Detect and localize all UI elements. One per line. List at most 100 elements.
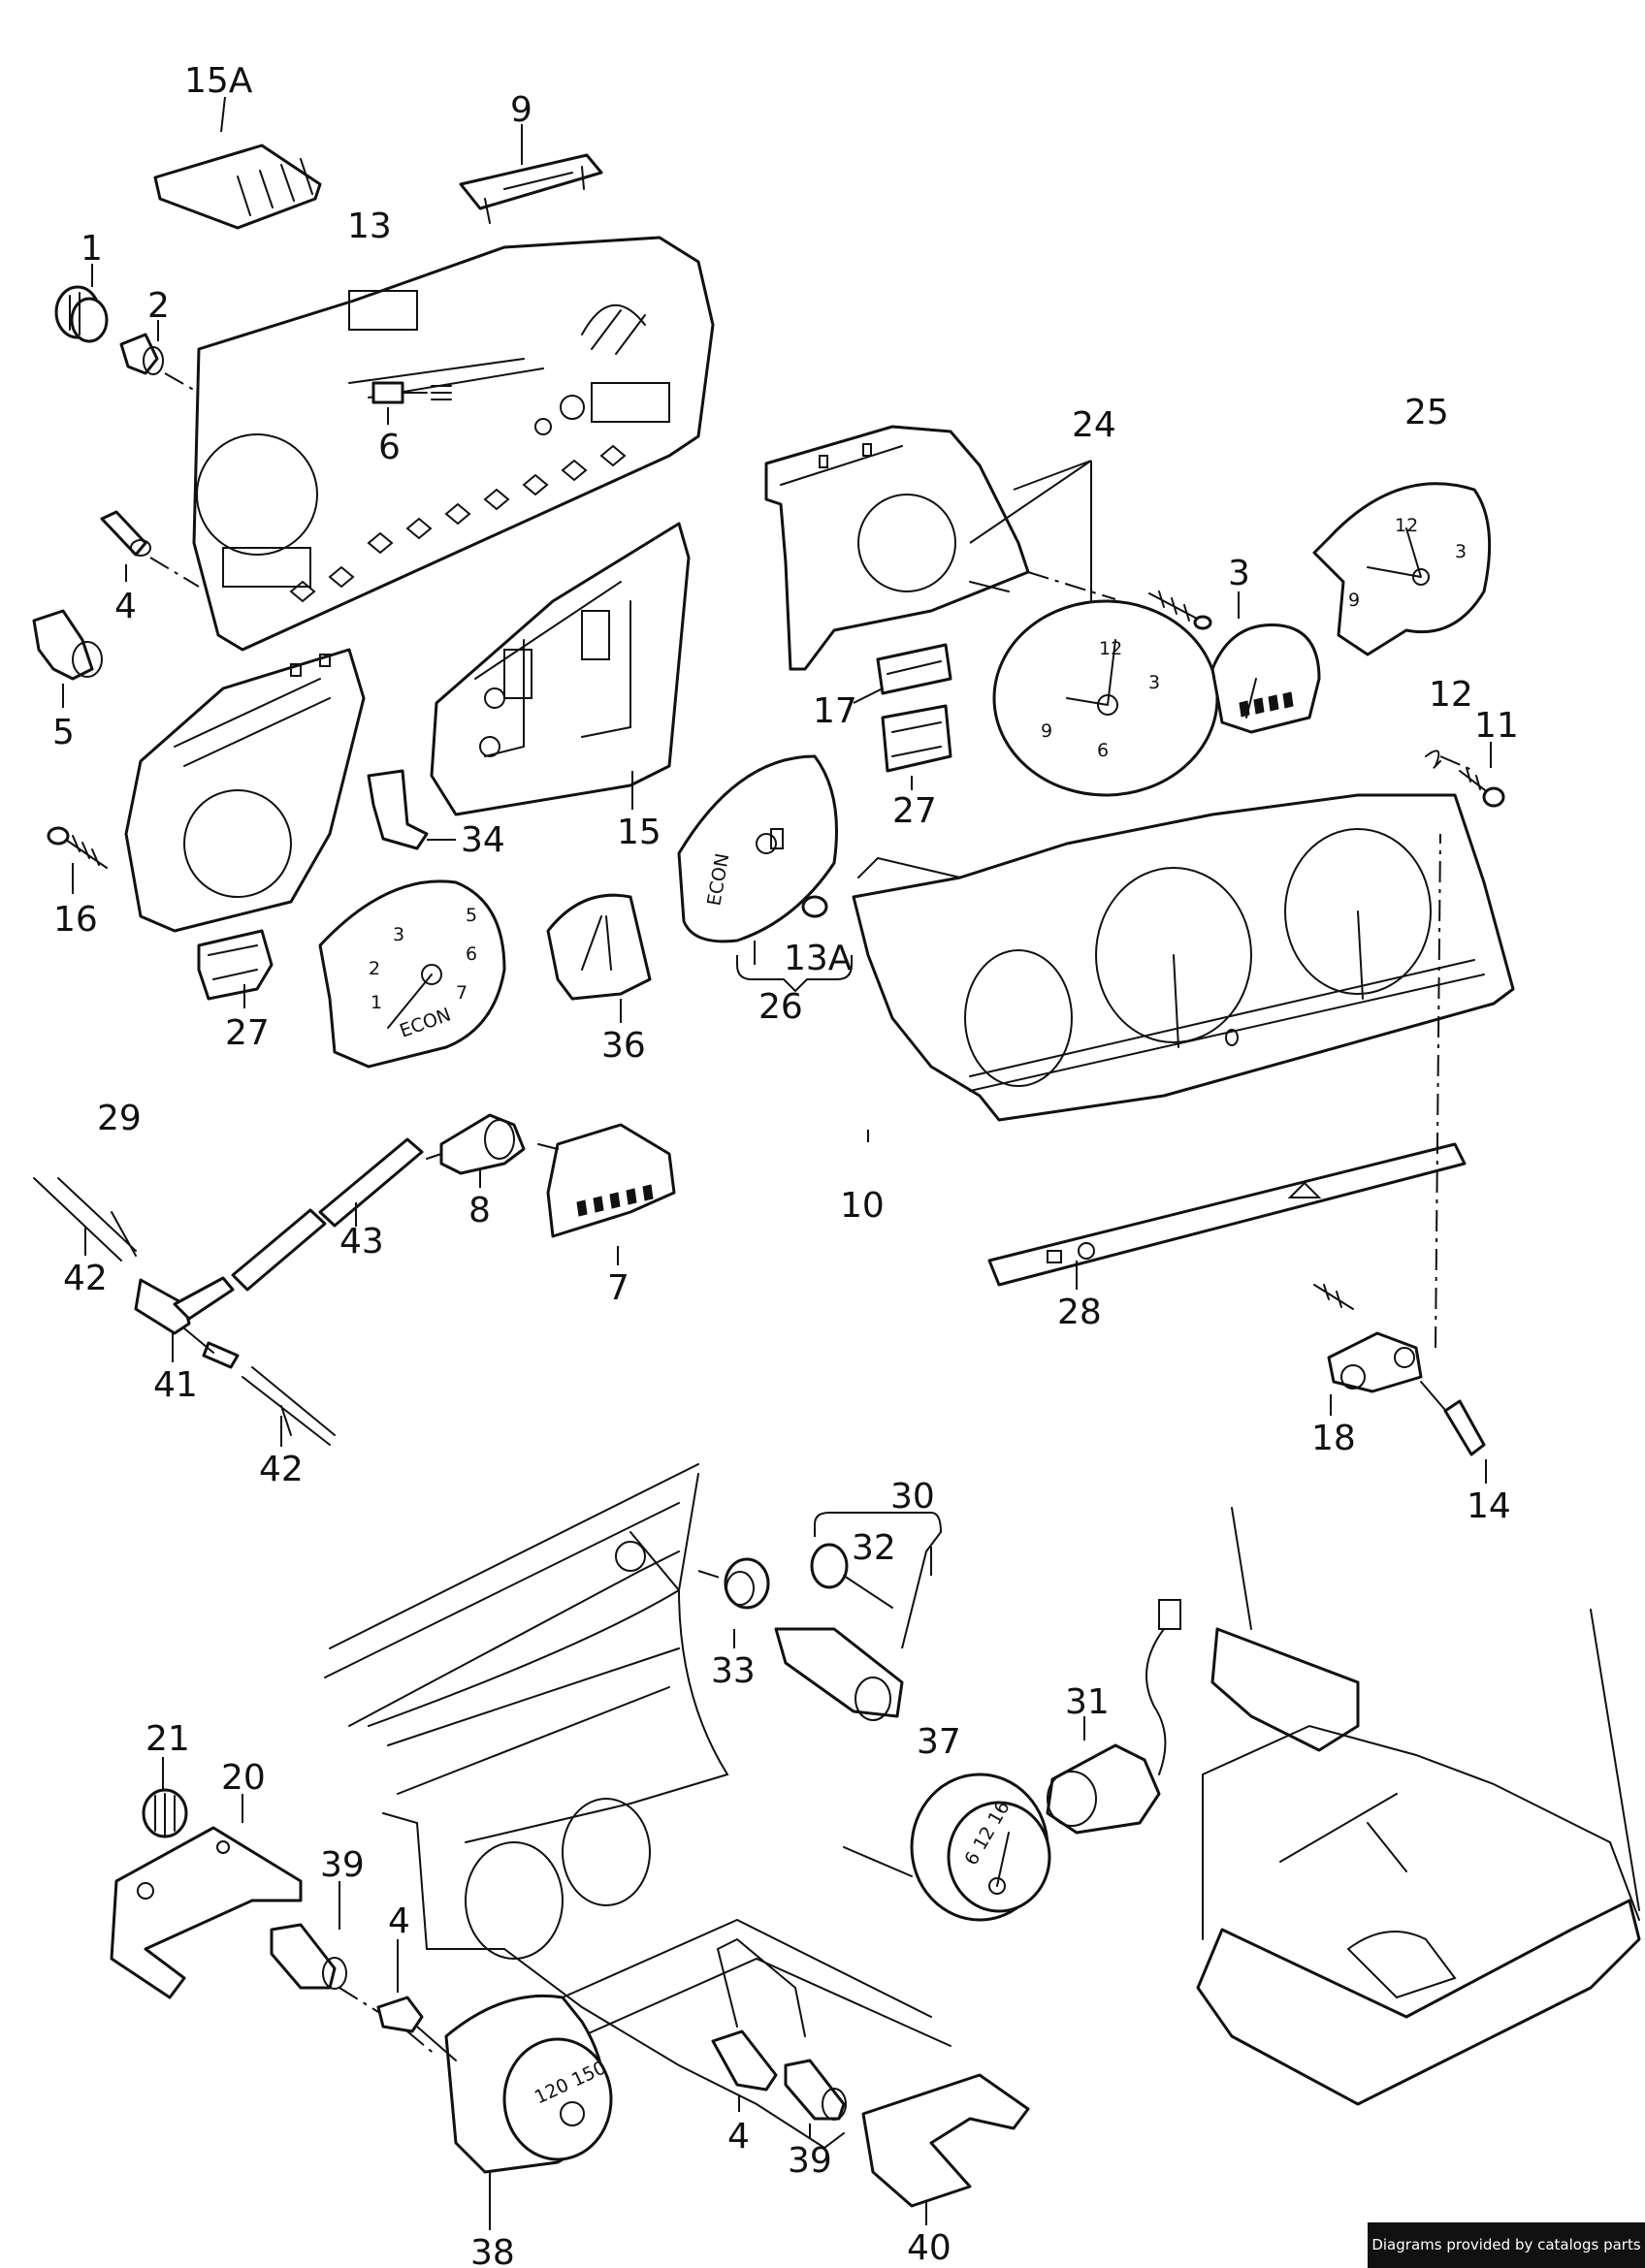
callout-39-upper: 39 — [320, 1845, 365, 1885]
callout-39-lower: 39 — [788, 2141, 832, 2181]
callout-3: 3 — [1228, 554, 1250, 593]
part-12-clip — [1425, 750, 1441, 769]
part-27-clip-right — [881, 704, 952, 773]
part-1-bulb-holder — [54, 285, 109, 343]
clock-label-3: 3 — [1148, 672, 1160, 693]
callout-37: 37 — [917, 1722, 961, 1762]
part-29-tacho-dial — [318, 879, 506, 1069]
callout-15a: 15A — [184, 61, 253, 101]
callout-24: 24 — [1072, 405, 1116, 445]
callout-1: 1 — [81, 229, 103, 269]
tacho-label-7: 7 — [456, 982, 468, 1004]
part-40-clip — [861, 2073, 1030, 2208]
part-13-printed-circuit — [192, 236, 715, 652]
part-32-knob — [810, 1543, 893, 1609]
tacho-label-1: 1 — [371, 992, 382, 1013]
part-4-bulb-top — [100, 510, 151, 557]
callout-14: 14 — [1467, 1486, 1511, 1526]
callout-40: 40 — [907, 2228, 952, 2268]
tacho-label-2: 2 — [369, 958, 380, 979]
part-43-cable — [231, 1137, 424, 1292]
callout-28: 28 — [1057, 1293, 1102, 1332]
part-42-cable-upper — [33, 1177, 137, 1262]
part-15a-connector — [153, 144, 322, 230]
callout-26: 26 — [758, 987, 803, 1027]
clock2-label-9: 9 — [1348, 590, 1360, 611]
part-15-frame — [430, 522, 691, 816]
part-4-bulb-lower — [711, 2029, 778, 2092]
callout-10: 10 — [840, 1186, 885, 1226]
callout-31: 31 — [1065, 1682, 1110, 1722]
part-33-switch — [724, 1557, 770, 1610]
callout-33: 33 — [711, 1651, 756, 1691]
callout-20: 20 — [221, 1758, 266, 1798]
part-21-knob — [142, 1788, 188, 1838]
part-5-bulb-holder — [32, 609, 103, 681]
part-26-dial — [677, 754, 838, 943]
part-36-gauge — [546, 893, 652, 1001]
part-17-strip — [876, 643, 952, 695]
part-27-clip-left — [197, 929, 274, 1001]
callout-9: 9 — [510, 90, 532, 130]
center-console — [324, 1463, 952, 2150]
callout-21: 21 — [145, 1719, 190, 1759]
part-13a-knob — [801, 895, 828, 918]
part-31-switch — [1046, 1599, 1181, 1835]
part-37-gauge — [843, 1773, 1051, 1922]
clock-label-9: 9 — [1041, 720, 1052, 742]
part-41-connector — [134, 1276, 240, 1369]
callout-13: 13 — [347, 207, 392, 246]
callout-17: 17 — [813, 691, 857, 731]
clock-label-6: 6 — [1097, 740, 1109, 761]
footer-credit: Diagrams provided by catalogs parts — [1368, 2222, 1645, 2268]
part-20-bracket — [110, 1826, 303, 1999]
callout-4-top: 4 — [114, 587, 137, 626]
clock2-label-12: 12 — [1395, 515, 1418, 536]
part-28-warning-strip — [987, 1142, 1467, 1287]
tacho-label-6: 6 — [466, 943, 477, 965]
callout-32: 32 — [852, 1528, 896, 1568]
part-16-screw — [47, 826, 108, 869]
callout-25: 25 — [1404, 393, 1449, 432]
callout-7: 7 — [607, 1268, 629, 1308]
part-3-gauge — [1210, 623, 1321, 734]
callout-11: 11 — [1474, 706, 1519, 746]
part-3-screw — [1148, 591, 1212, 630]
callout-27-left: 27 — [225, 1013, 270, 1053]
part-30-lighter — [774, 1627, 904, 1721]
callout-27-right: 27 — [892, 791, 937, 831]
part-18-bracket — [1313, 1284, 1423, 1393]
part-8-cable-sender — [426, 1113, 526, 1175]
tacho-label-3: 3 — [393, 924, 404, 945]
part-4-bulb-middle — [376, 1996, 424, 2033]
callout-38: 38 — [470, 2233, 515, 2268]
clock-label-12: 12 — [1099, 638, 1122, 659]
callout-42-lower: 42 — [259, 1450, 304, 1489]
callout-42-upper: 42 — [63, 1259, 108, 1298]
callout-41: 41 — [153, 1365, 198, 1405]
tacho-label-5: 5 — [466, 905, 477, 926]
door-panel — [1196, 1507, 1641, 2106]
part-39-holder-upper — [270, 1923, 347, 1990]
callout-18: 18 — [1311, 1419, 1356, 1458]
part-10-cluster-housing — [852, 793, 1515, 1122]
callout-8: 8 — [468, 1191, 491, 1230]
part-2-bulb — [119, 333, 164, 375]
callout-13a: 13A — [784, 939, 853, 978]
clock2-label-3: 3 — [1455, 541, 1467, 562]
callout-30: 30 — [890, 1477, 935, 1517]
part-42-cable-lower — [242, 1366, 336, 1446]
part-24-clock — [992, 599, 1219, 797]
part-39-holder-lower — [784, 2059, 847, 2121]
callout-4-middle: 4 — [388, 1901, 410, 1941]
callout-43: 43 — [339, 1222, 384, 1262]
part-6-resistor — [371, 381, 452, 404]
part-25-clock-face — [1312, 482, 1492, 656]
callout-5: 5 — [52, 713, 75, 752]
part-9-bracket — [459, 153, 603, 224]
callout-15: 15 — [617, 813, 661, 852]
part-34-bracket — [367, 769, 429, 850]
part-24-housing — [764, 425, 1030, 671]
callout-34: 34 — [461, 820, 505, 860]
